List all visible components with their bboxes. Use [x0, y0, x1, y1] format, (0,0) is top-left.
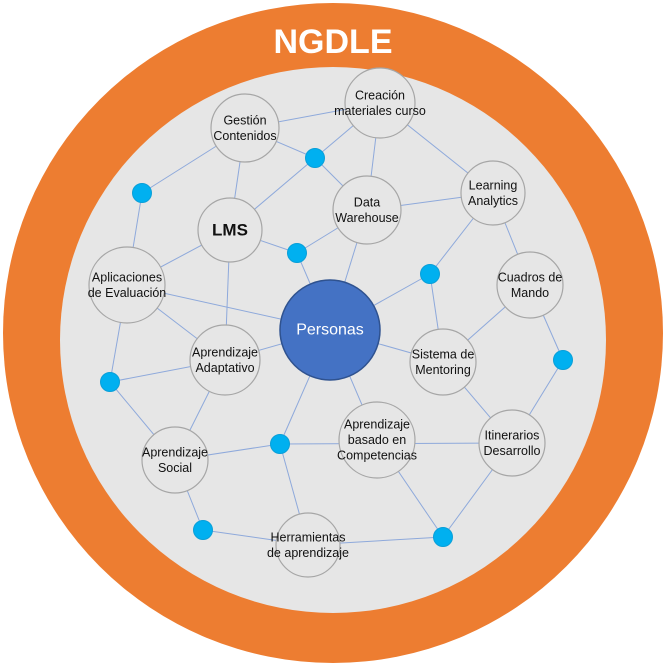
- node-label: Creación: [355, 88, 405, 102]
- connector-dot: [433, 527, 453, 547]
- node-label: Warehouse: [335, 211, 399, 225]
- node-label: Aplicaciones: [92, 270, 162, 284]
- node-creacion: Creación materiales curso: [334, 67, 426, 139]
- node-label: Contenidos: [213, 129, 276, 143]
- node-label: Aprendizaje: [192, 345, 258, 359]
- node-mentoring: Sistema de Mentoring: [409, 328, 477, 396]
- node-label: Itinerarios: [485, 428, 540, 442]
- node-label: Data: [354, 195, 380, 209]
- node-aplicaciones: Aplicaciones de Evaluación: [88, 246, 167, 324]
- node-label: Mando: [511, 286, 549, 300]
- node-lms: LMS: [197, 197, 263, 263]
- node-label: Learning: [469, 178, 518, 192]
- node-label: Gestión: [223, 113, 266, 127]
- node-circle: [332, 175, 402, 245]
- node-circle: [197, 197, 263, 263]
- node-circle: [189, 324, 261, 396]
- node-label: Competencias: [337, 449, 417, 463]
- connector-dot: [305, 148, 325, 168]
- node-label: Herramientas: [270, 530, 345, 544]
- node-label: Analytics: [468, 194, 518, 208]
- node-circle: [478, 409, 546, 477]
- node-label: Mentoring: [415, 363, 471, 377]
- node-label: Cuadros de: [498, 270, 563, 284]
- node-label: Aprendizaje: [142, 445, 208, 459]
- node-label: Desarrollo: [484, 444, 541, 458]
- node-label: de aprendizaje: [267, 546, 349, 560]
- node-label: Sistema de: [412, 347, 475, 361]
- node-circle: [344, 67, 416, 139]
- node-cuadros: Cuadros de Mando: [496, 251, 564, 319]
- node-label: LMS: [212, 221, 248, 240]
- connector-dot: [100, 372, 120, 392]
- connector-dot: [420, 264, 440, 284]
- node-circle: [496, 251, 564, 319]
- node-label: de Evaluación: [88, 286, 167, 300]
- node-label: materiales curso: [334, 104, 426, 118]
- node-label: Social: [158, 461, 192, 475]
- center-circle: [279, 279, 381, 381]
- connector-dot: [270, 434, 290, 454]
- node-circle: [210, 93, 280, 163]
- connector-dot: [553, 350, 573, 370]
- center-label: Personas: [296, 322, 364, 339]
- node-circle: [141, 426, 209, 494]
- connector-dot: [132, 183, 152, 203]
- node-circle: [409, 328, 477, 396]
- node-label: basado en: [348, 433, 406, 447]
- node-circle: [460, 160, 526, 226]
- node-herramientas: Herramientas de aprendizaje: [267, 512, 349, 578]
- node-circle: [275, 512, 341, 578]
- node-circle: [88, 246, 166, 324]
- node-label: Aprendizaje: [344, 418, 410, 432]
- connector-dot: [193, 520, 213, 540]
- node-label: Adaptativo: [195, 361, 254, 375]
- node-circle: [338, 401, 416, 479]
- connector-dot: [287, 243, 307, 263]
- diagram-title: NGDLE: [274, 23, 393, 61]
- node-personas: Personas: [279, 279, 381, 381]
